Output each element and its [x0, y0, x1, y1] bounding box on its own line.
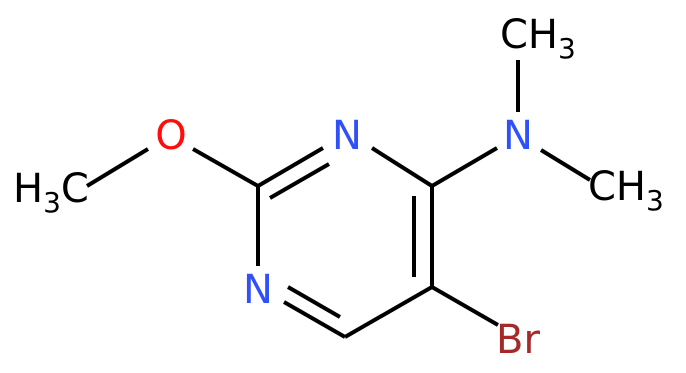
methyl-right-label: CH3	[588, 164, 664, 217]
methyl-left-label: H3C	[13, 166, 89, 219]
methyl-top-ch: CH	[500, 12, 558, 58]
bond-o-ch3	[85, 147, 150, 188]
amine-nitrogen-label: N	[503, 113, 533, 159]
ring-nitrogen-1-label: N	[243, 267, 273, 313]
bond-c6-n1-double	[287, 285, 341, 319]
bond-c5-c6	[344, 285, 433, 339]
ring-nitrogen-3-label: N	[332, 113, 362, 159]
bond-c5-br	[431, 285, 499, 327]
methyl-top-subscript: 3	[558, 32, 576, 65]
bond-c2-n3-double	[269, 162, 330, 200]
methyl-left-h: H	[13, 166, 43, 212]
bond-c2-o	[192, 147, 259, 188]
bond-n3-c4	[370, 146, 434, 188]
bond-c2-n3	[256, 146, 325, 188]
bromine-label: Br	[496, 317, 540, 363]
methyl-left-subscript: 3	[43, 186, 61, 219]
methyl-top-label: CH3	[500, 12, 576, 65]
methyl-left-c: C	[61, 166, 89, 212]
bond-c6-n1	[283, 300, 346, 339]
ether-oxygen-label: O	[155, 113, 186, 159]
methyl-right-subscript: 3	[646, 184, 664, 217]
bond-n-ch3-right	[539, 148, 592, 182]
bond-c4-n	[430, 146, 499, 188]
methyl-right-ch: CH	[588, 164, 646, 210]
